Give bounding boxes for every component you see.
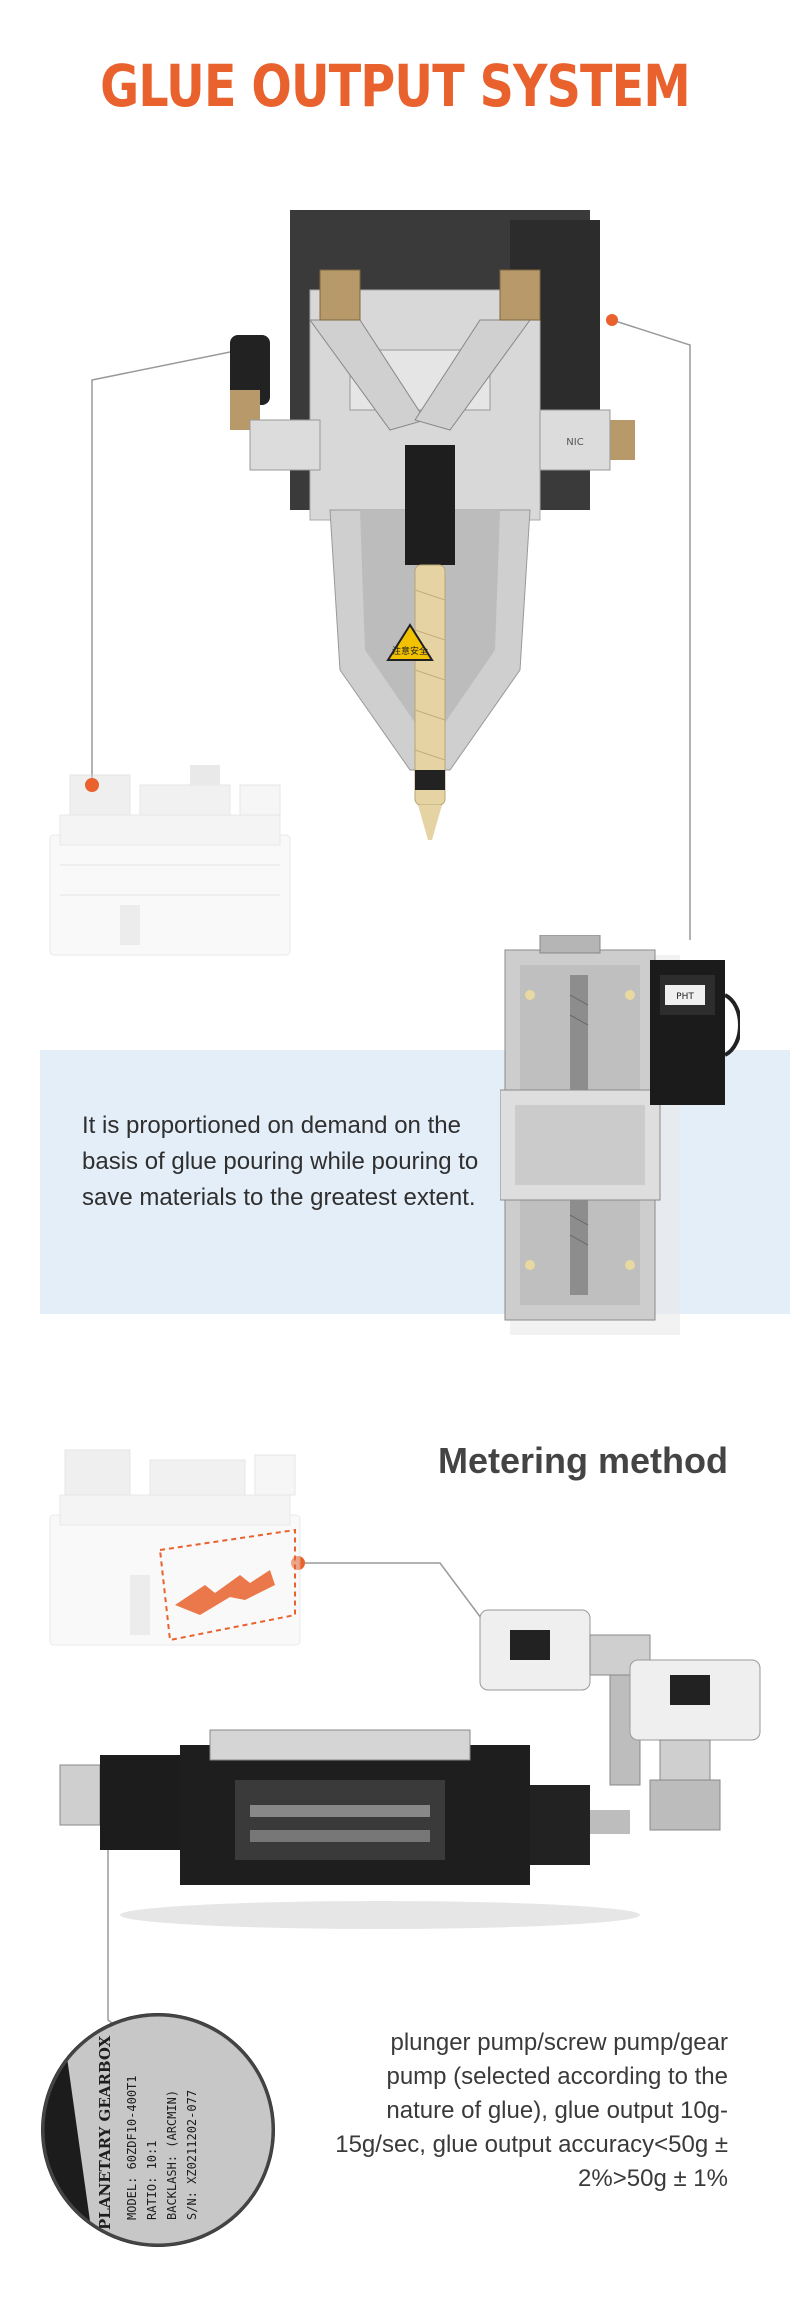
page-title: GLUE OUTPUT SYSTEM xyxy=(100,52,691,120)
gearbox-ratio: RATIO: 10:1 xyxy=(145,2141,159,2220)
gearbox-brand: PLANETARY GEARBOX xyxy=(96,2035,114,2230)
machine-thumbnail-top xyxy=(49,765,291,956)
gearbox-serial: S/N: XZ0211202-077 xyxy=(185,2090,199,2220)
callout-lines-top xyxy=(91,314,691,940)
metering-spec-text: plunger pump/screw pump/gear pump (selec… xyxy=(335,2029,728,2192)
warning-label: 注意安全 xyxy=(392,645,428,657)
gearbox-backlash: BACKLASH: (ARCMIN) xyxy=(165,2090,179,2220)
metering-pump-image xyxy=(59,1609,761,1929)
servo-linear-module-image: PHT xyxy=(500,935,740,1335)
motor-label: PHT xyxy=(676,992,694,1002)
section-title-metering: Metering method xyxy=(437,1440,728,1481)
description-text: It is proportioned on demand on the basi… xyxy=(82,1112,479,1211)
gearbox-model: MODEL: 60ZDF10-400T1 xyxy=(125,2076,139,2221)
gearbox-nameplate-image: PLANETARY GEARBOX MODEL: 60ZDF10-400T1 R… xyxy=(41,2013,275,2247)
machine-thumbnail-bottom xyxy=(49,1449,301,1646)
thumbnail-marker-dot xyxy=(85,778,99,792)
glue-dispensing-head-image: 注意安全 NIC xyxy=(230,210,635,840)
valve-right-label: NIC xyxy=(566,437,583,448)
